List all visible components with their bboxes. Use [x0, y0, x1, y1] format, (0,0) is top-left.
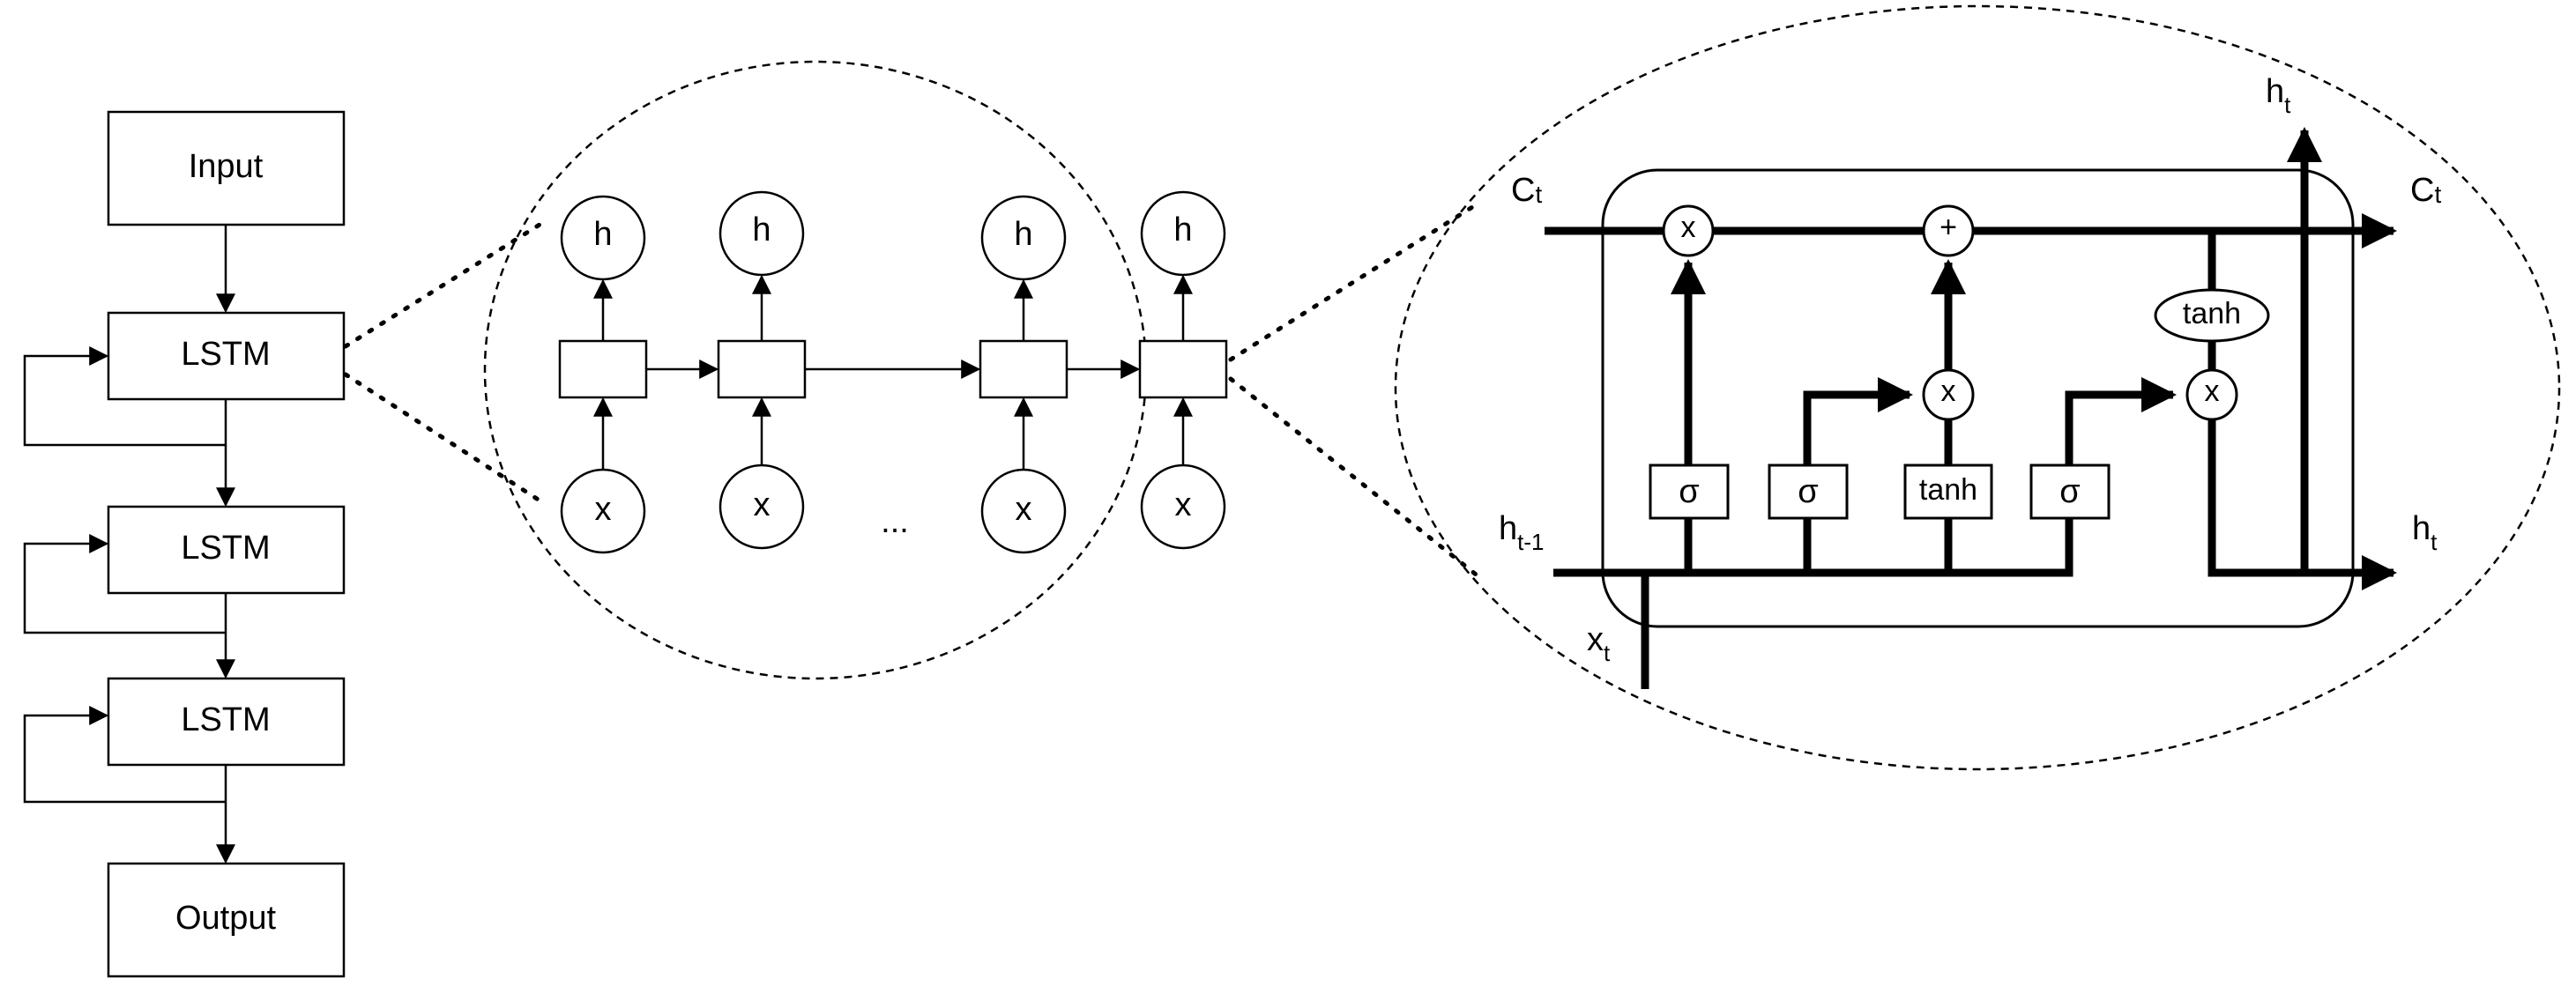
hidden-label-4: h: [1173, 211, 1192, 248]
forget-multiply-node: [1662, 204, 1715, 257]
add-label: +: [1939, 211, 1957, 244]
forget-gate-box: [1649, 463, 1730, 520]
hidden-label-3: h: [1014, 216, 1032, 253]
output-multiply-node: [2185, 368, 2238, 421]
cell-state-in-label: Ct: [1511, 172, 1542, 209]
cell-detail-ellipse: [1394, 4, 2561, 771]
lstm-label-1: LSTM: [181, 336, 270, 373]
cell-node-labels: x + x x tanh σ σ tanh σ: [1679, 211, 2241, 510]
unrolled-arrows: [593, 274, 1193, 470]
hidden-prev-label: ht-1: [1499, 510, 1544, 555]
input-gate-box: [1768, 463, 1849, 520]
input-multiply-label: x: [1941, 374, 1956, 408]
recurrent-loop-1: [23, 346, 226, 447]
cell-body: [1601, 168, 2355, 628]
zoom-connectors-right: [1228, 200, 1482, 580]
ellipsis-label: ...: [881, 503, 909, 540]
input-label-4: x: [1175, 486, 1192, 523]
input-gate-label: σ: [1798, 473, 1818, 510]
tanh-output-node: [2154, 288, 2270, 343]
output-box: [107, 862, 346, 978]
candidate-gate-box: [1903, 463, 1993, 520]
lstm-label-3: LSTM: [181, 701, 270, 738]
input-multiply-node: [1922, 368, 1975, 421]
cell-nodes: [1649, 204, 2270, 520]
candidate-gate-label: tanh: [1919, 473, 1977, 507]
forget-gate-label: σ: [1679, 473, 1699, 510]
time-step-4: [1138, 339, 1228, 399]
lstm-box-1: [107, 311, 346, 401]
input-label-2: x: [754, 486, 771, 523]
unrolled-labels: h h h h x x x x ...: [593, 211, 1192, 540]
cell-state-out-label: Ct: [2410, 172, 2441, 209]
hidden-label-2: h: [752, 211, 771, 248]
output-multiply-label: x: [2205, 374, 2220, 408]
input-box: [107, 110, 346, 226]
time-step-1: [558, 339, 648, 399]
time-step-3: [979, 339, 1068, 399]
zoom-connectors-left: [343, 222, 542, 503]
hidden-label-1: h: [593, 216, 612, 253]
layer-stack-labels: Input LSTM LSTM LSTM Output: [175, 148, 277, 937]
lstm-label-2: LSTM: [181, 530, 270, 567]
input-gate-to-mult: [1803, 377, 1913, 465]
forget-multiply-label: x: [1681, 211, 1696, 244]
input-label: Input: [189, 148, 264, 185]
output-label: Output: [175, 900, 277, 937]
time-step-2: [717, 339, 807, 399]
recurrent-loop-2: [23, 534, 226, 634]
unrolled-network: [558, 190, 1228, 554]
hidden-out-top-label: ht: [2266, 73, 2291, 118]
output-gate-label: σ: [2059, 473, 2080, 510]
input-xt-label: xt: [1587, 621, 1611, 666]
layer-stack: [23, 110, 346, 978]
cell-io-labels: Ct Ct ht-1 xt ht ht: [1499, 73, 2441, 666]
input-label-3: x: [1016, 491, 1032, 528]
hidden-out-right-label: ht: [2412, 510, 2438, 555]
recurrent-loop-3: [23, 706, 226, 804]
lstm-box-3: [107, 677, 346, 767]
input-label-1: x: [595, 491, 612, 528]
output-gate-box: [2029, 463, 2111, 520]
add-node: [1922, 204, 1975, 257]
output-h-line: [2207, 419, 2397, 590]
tanh-output-label: tanh: [2183, 297, 2241, 330]
